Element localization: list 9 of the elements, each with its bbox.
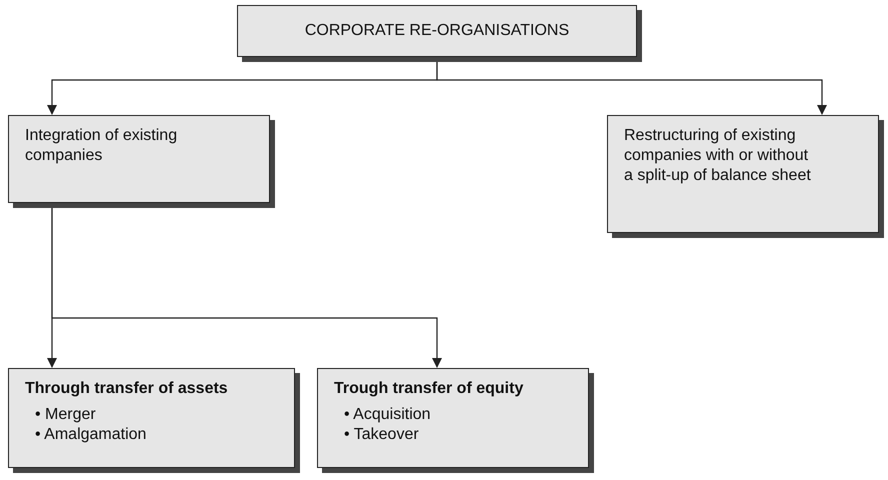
box-label: Restructuring of existing companies with or without a split-up of balance sheet [624, 127, 811, 184]
box-label: CORPORATE RE-ORGANISATIONS [304, 21, 570, 41]
box-label: Integration of existing companies [25, 127, 178, 164]
box-heading: Through transfer of assets [25, 379, 229, 399]
bullet-item: • Acquisition [344, 405, 432, 425]
bullet-item: • Merger [35, 405, 97, 425]
bullet-item: • Takeover [344, 425, 420, 445]
box-heading: Trough transfer of equity [334, 379, 524, 399]
bullet-item: • Amalgamation [35, 425, 148, 445]
